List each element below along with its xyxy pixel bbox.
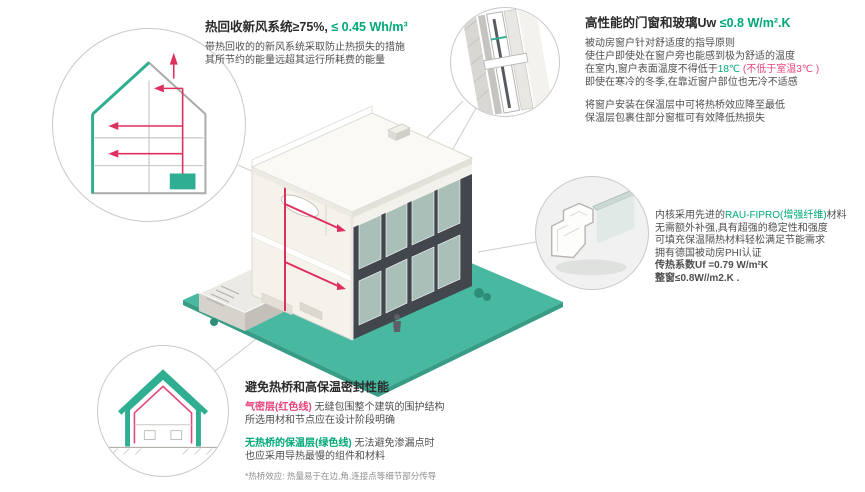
profile-text-block: 内核采用先进的RAU-FIPRO(增强纤维)材料 无需额外补强,具有超强的稳定性… [655, 210, 861, 285]
person-figure [393, 314, 401, 332]
heat-recovery-line-1: 带热回收的的新风系统采取防止热损失的措施 [205, 42, 405, 53]
profile-line-1a: 内核采用先进的 [655, 210, 725, 221]
window-profile-circle [535, 176, 649, 290]
insulation-layer-label: 无热桥的保温层(绿色线) [245, 438, 352, 449]
heat-exchanger-unit [169, 173, 196, 190]
profile-line-1: 内核采用先进的RAU-FIPRO(增强纤维)材料 [655, 210, 861, 223]
thermal-line-3-text: 无法避免渗漏点时 [351, 438, 435, 449]
heat-recovery-title: 热回收新风系统≥75%, ≤ 0.45 Wh/m³ [205, 16, 470, 35]
heat-recovery-title-value: ≤ 0.45 Wh/m³ [327, 20, 408, 34]
profile-line-1-material: RAU-FIPRO(增强纤维) [725, 210, 827, 221]
windows-line-3-temp: 18℃ [717, 64, 741, 75]
window-profile-render [551, 190, 635, 276]
windows-line-5: 将窗户安装在保温层中可将热桥效应降至最低 [585, 100, 785, 111]
windows-title-main: 高性能的门窗和玻璃Uw [585, 16, 720, 30]
windows-line-6: 保温层包裹住部分窗框可有效降低热损失 [585, 113, 765, 124]
windows-line-3: 在室内,窗户表面温度不得低于18℃ (不低于室温3℃ ) [585, 63, 860, 76]
glass-pane [596, 194, 635, 244]
profile-line-1b: 材料 [826, 210, 847, 221]
thermal-footnote: *热桥效应: 热量易于在边,角,连接点等细节部分传导 [245, 471, 437, 481]
windows-title: 高性能的门窗和玻璃Uw ≤0.8 W/m².K [585, 12, 860, 31]
heat-recovery-detail-circle [52, 28, 246, 222]
windows-line-1: 被动房窗户针对舒适度的指导原则 [585, 38, 735, 49]
window-corner-detail-circle [450, 7, 560, 117]
heat-recovery-title-main: 热回收新风系统≥75%, [205, 20, 328, 34]
bathtub [280, 194, 320, 218]
thermal-line-1: 气密层(红色线) 无缝包围整个建筑的围护结构 [245, 401, 555, 414]
profile-line-3: 可填充保温隔热材料轻松满足节能需求 [655, 235, 825, 246]
windows-text-block: 高性能的门窗和玻璃Uw ≤0.8 W/m².K 被动房窗户针对舒适度的指导原则 … [585, 12, 860, 125]
thermal-line-1-text: 无缝包围整个建筑的围护结构 [311, 402, 445, 413]
frame-profile [551, 202, 594, 259]
thermal-line-3: 无热桥的保温层(绿色线) 无法避免渗漏点时 [245, 437, 555, 450]
airtight-layer-label: 气密层(红色线) [245, 402, 312, 413]
ventilation-ducts [284, 173, 339, 311]
duct-lines [118, 64, 184, 174]
thermal-bridge-detail-circle [97, 345, 229, 477]
profile-line-2: 无需额外补强,具有超强的稳定性和强度 [655, 222, 828, 234]
insulation-layer [125, 373, 201, 447]
airtight-layer [133, 385, 193, 444]
thermal-line-2: 所选用材和节点应在设计阶段明确 [245, 415, 395, 426]
profile-line-4: 拥有德国被动房PHI认证 [655, 247, 762, 259]
window-corner-drawing [462, 8, 553, 116]
windows-line-2: 使住户即使处在窗户旁也能感到极为舒适的温度 [585, 51, 795, 62]
windows-line-3-note: (不低于室温3℃ ) [740, 64, 820, 75]
parapet [251, 105, 373, 168]
thermal-title: 避免热桥和高保温密封性能 [245, 380, 390, 394]
profile-uf-value: 传热系数Uf =0.79 W/m²K [655, 260, 769, 271]
roof-vent [387, 123, 411, 141]
thermal-text-block: 避免热桥和高保温密封性能 气密层(红色线) 无缝包围整个建筑的围护结构 所选用材… [245, 378, 555, 482]
plants [210, 288, 491, 326]
windows-title-value: ≤0.8 W/m².K [719, 16, 791, 30]
thermal-line-4: 也应采用导热最慢的组件和材料 [245, 451, 385, 462]
heat-recovery-line-2: 其所节约的能量远超其运行所耗费的能量 [205, 55, 385, 66]
insulation-section-drawing [107, 369, 219, 455]
glass-panes [358, 178, 461, 326]
house-cutaway [250, 105, 474, 341]
heat-recovery-section-drawing [91, 52, 207, 195]
profile-uw-value: 整窗≤0.8W//m2.K . [655, 272, 740, 284]
heat-recovery-text-block: 热回收新风系统≥75%, ≤ 0.45 Wh/m³ 带热回收的的新风系统采取防止… [205, 16, 470, 67]
windows-line-3-text: 在室内,窗户表面温度不得低于 [585, 64, 718, 75]
air-flow-arrows [108, 52, 178, 158]
windows-line-4: 即使在寒冷的冬季,在靠近窗户部位也无冷不适感 [585, 77, 798, 88]
insulation-roof [117, 369, 209, 415]
